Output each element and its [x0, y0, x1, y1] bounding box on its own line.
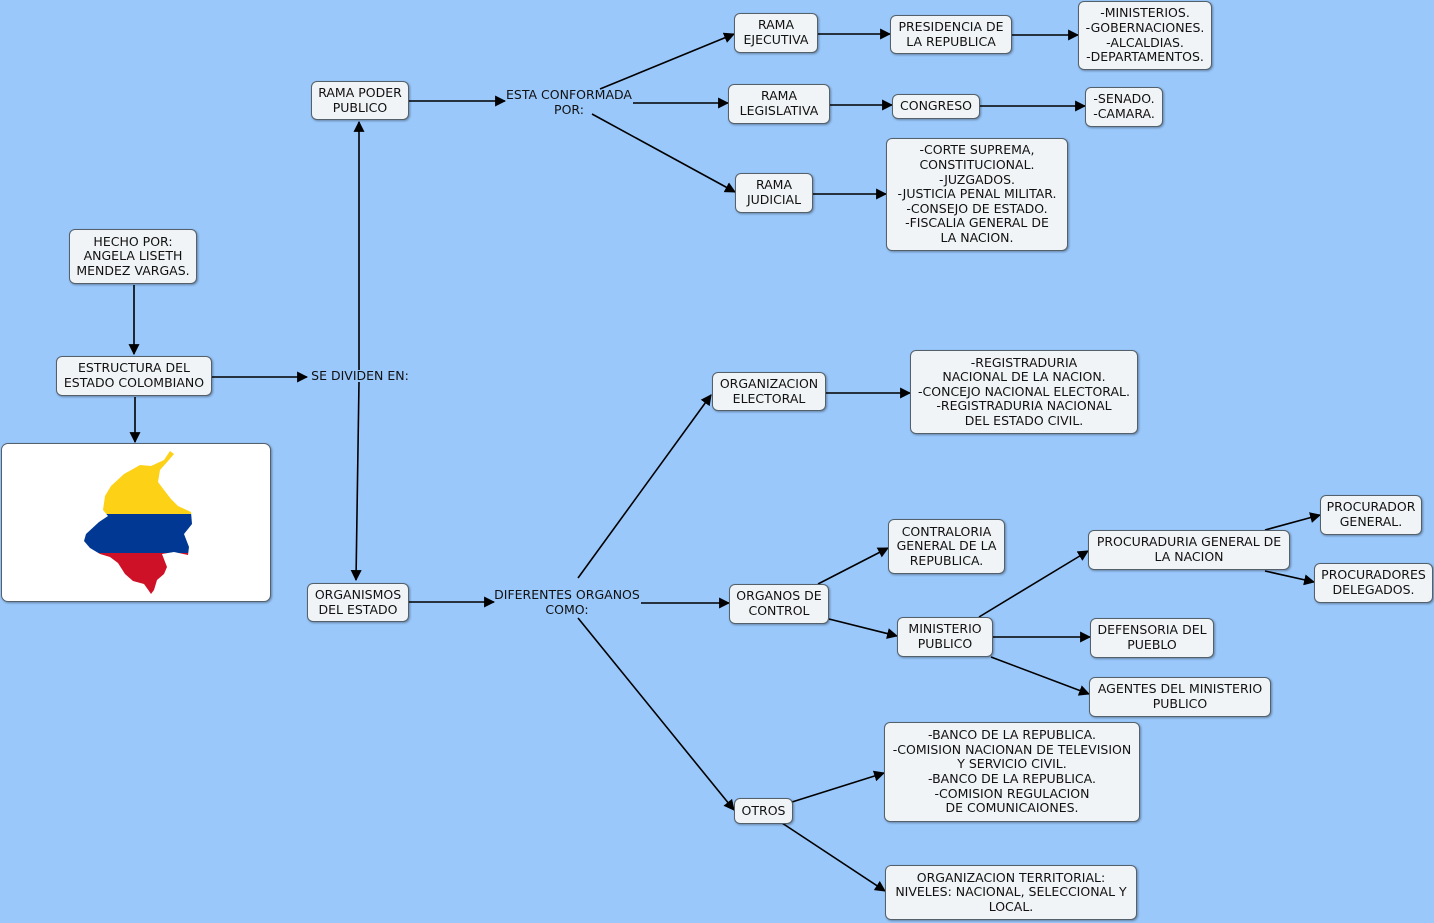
arrow-diferentes-otros	[577, 617, 735, 811]
procurador-general-node[interactable]: PROCURADOR GENERAL.	[1320, 495, 1422, 535]
contraloria-node[interactable]: CONTRALORIA GENERAL DE LA REPUBLICA.	[888, 519, 1005, 574]
procuraduria-node[interactable]: PROCURADURIA GENERAL DE LA NACION	[1088, 530, 1290, 570]
arrow-conformada-judicial	[591, 113, 736, 193]
rama-poder-node[interactable]: RAMA PODER PUBLICO	[311, 81, 409, 120]
rama-legislativa-node[interactable]: RAMA LEGISLATIVA	[728, 84, 830, 124]
arrow-control-contraloria	[817, 547, 889, 585]
judicial-items-node[interactable]: -CORTE SUPREMA, CONSTITUCIONAL. -JUZGADO…	[886, 138, 1068, 251]
arrow-otros-items	[791, 770, 886, 803]
organismos-node[interactable]: ORGANISMOS DEL ESTADO	[307, 583, 409, 622]
arrow-procuraduria-procurador	[1264, 512, 1322, 531]
arrow-conformada-ejecutiva	[599, 32, 736, 90]
arrow-ministerio-procuraduria	[978, 550, 1089, 618]
otros-items-node[interactable]: -BANCO DE LA REPUBLICA. -COMISION NACION…	[884, 722, 1140, 822]
congreso-node[interactable]: CONGRESO	[892, 94, 980, 119]
arrow-control-ministerio	[828, 618, 899, 639]
colombia-flag-map-icon	[84, 451, 192, 594]
arrow-procuraduria-delegados	[1264, 570, 1316, 586]
org-territorial-node[interactable]: ORGANIZACION TERRITORIAL: NIVELES: NACIO…	[885, 865, 1137, 920]
map-image-box[interactable]	[1, 443, 271, 602]
congreso-items-node[interactable]: -SENADO. -CAMARA.	[1085, 87, 1163, 127]
electoral-items-node[interactable]: -REGISTRADURIA NACIONAL DE LA NACION. -C…	[910, 350, 1138, 434]
rama-ejecutiva-node[interactable]: RAMA EJECUTIVA	[734, 13, 818, 53]
arrow-to-organismos	[350, 381, 362, 582]
root-node[interactable]: ESTRUCTURA DEL ESTADO COLOMBIANO	[56, 356, 212, 396]
arrow-diferentes-electoral	[577, 394, 712, 579]
organos-control-node[interactable]: ORGANOS DE CONTROL	[729, 584, 829, 624]
ministerio-publico-node[interactable]: MINISTERIO PUBLICO	[897, 617, 993, 657]
diferentes-organos-label: DIFERENTES ORGANOS COMO:	[494, 587, 640, 617]
otros-node[interactable]: OTROS	[734, 798, 793, 824]
presidencia-node[interactable]: PRESIDENCIA DE LA REPUBLICA	[890, 15, 1012, 54]
rama-judicial-node[interactable]: RAMA JUDICIAL	[735, 173, 813, 213]
defensoria-node[interactable]: DEFENSORIA DEL PUEBLO	[1090, 618, 1214, 658]
procuradores-delegados-node[interactable]: PROCURADORES DELEGADOS.	[1314, 563, 1433, 603]
ejecutiva-items-node[interactable]: -MINISTERIOS. -GOBERNACIONES. -ALCALDIAS…	[1078, 1, 1212, 70]
agentes-node[interactable]: AGENTES DEL MINISTERIO PUBLICO	[1089, 677, 1271, 717]
arrow-otros-territorial	[781, 822, 886, 892]
org-electoral-node[interactable]: ORGANIZACION ELECTORAL	[712, 372, 826, 411]
se-dividen-label: SE DIVIDEN EN:	[311, 368, 409, 383]
arrow-ministerio-agentes	[990, 656, 1091, 696]
esta-conformada-label: ESTA CONFORMADA POR:	[506, 87, 632, 117]
author-node[interactable]: HECHO POR: ANGELA LISETH MENDEZ VARGAS.	[69, 229, 197, 284]
